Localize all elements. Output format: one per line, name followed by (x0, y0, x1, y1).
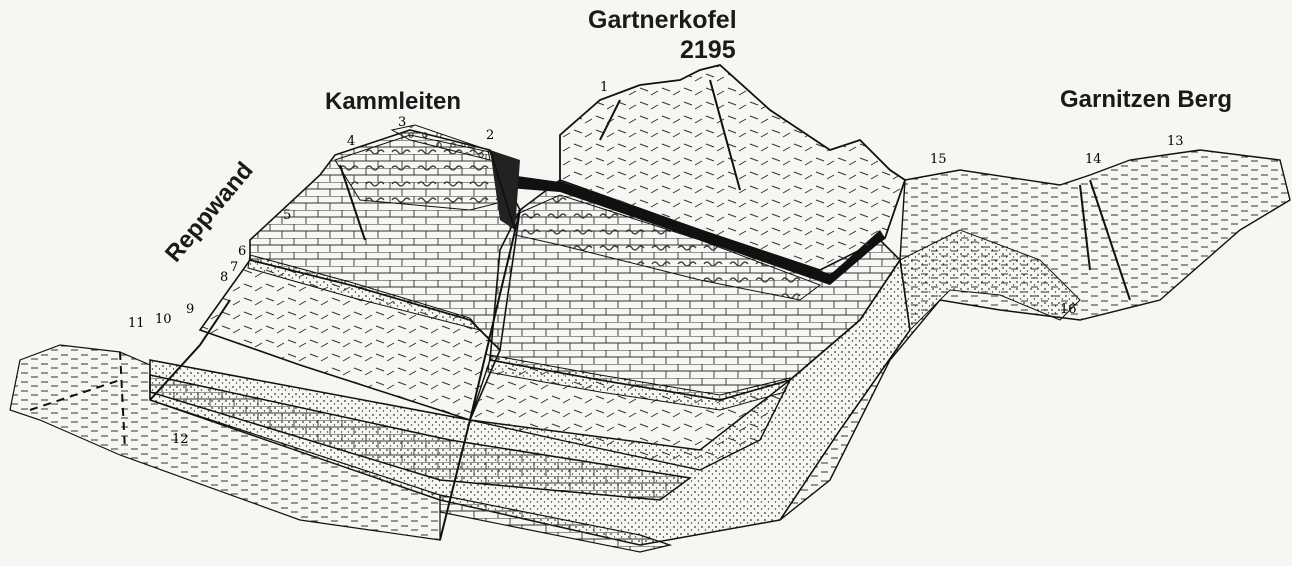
garnitzen-berg-label: Garnitzen Berg (1060, 86, 1232, 114)
unit-number-9: 9 (186, 302, 194, 317)
unit-number-12: 12 (172, 432, 189, 447)
unit-number-3: 3 (398, 115, 406, 130)
unit-number-4: 4 (347, 134, 355, 149)
unit-number-15: 15 (930, 152, 947, 167)
unit-number-10: 10 (155, 312, 172, 327)
unit-number-6: 6 (238, 244, 246, 259)
gartnerkofel-elevation: 2195 (680, 36, 736, 65)
unit-number-2: 2 (486, 128, 494, 143)
kammleiten-label: Kammleiten (325, 88, 461, 116)
gartnerkofel-label: Gartnerkofel (588, 6, 737, 35)
unit-number-1: 1 (600, 80, 608, 95)
unit-number-14: 14 (1085, 152, 1102, 167)
unit-number-8: 8 (220, 270, 228, 285)
unit-number-11: 11 (128, 316, 145, 331)
unit-number-13: 13 (1167, 134, 1184, 149)
unit-number-5: 5 (283, 208, 291, 223)
unit-number-16: 16 (1060, 302, 1077, 317)
unit-number-7: 7 (230, 260, 238, 275)
